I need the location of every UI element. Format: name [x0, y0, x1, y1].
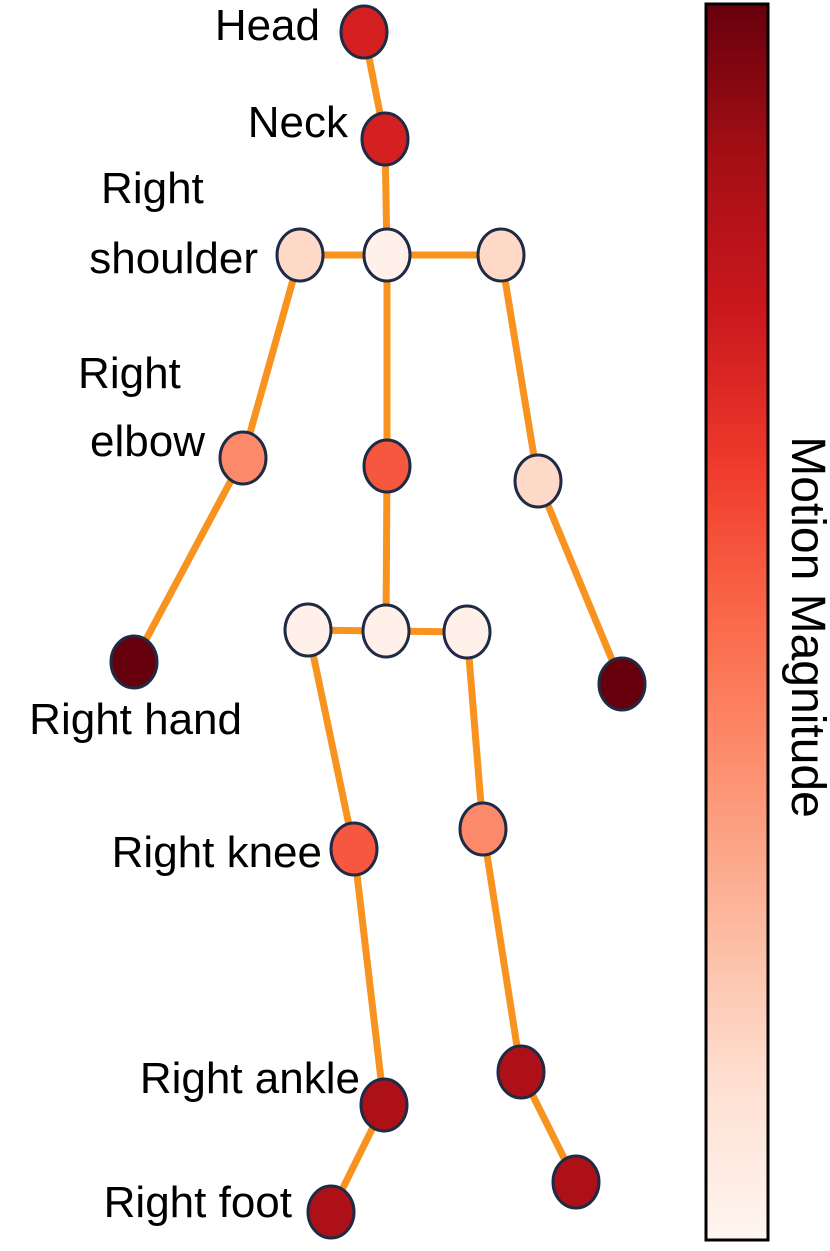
joint-left-hip — [442, 604, 492, 660]
joint-left-knee — [458, 801, 508, 857]
bone-right-elbow-to-right-hand — [130, 454, 247, 666]
joints-layer — [109, 4, 647, 1240]
joint-label-head: Head — [215, 1, 320, 50]
joint-right-foot — [306, 1184, 356, 1240]
bone-left-knee-to-left-ankle — [479, 825, 525, 1076]
joint-right-elbow — [218, 430, 268, 486]
joint-label-right-elbow-line2: elbow — [90, 417, 205, 466]
colorbar-gradient — [704, 2, 770, 1242]
bone-spine-mid-to-spine-base — [382, 462, 391, 635]
motion-colorbar: Motion Magnitude — [704, 2, 830, 1242]
bone-left-shoulder-to-left-elbow — [497, 251, 542, 485]
joint-label-right-elbow-line1: Right — [78, 349, 181, 398]
joint-label-neck: Neck — [248, 98, 349, 147]
bone-right-knee-to-right-ankle — [350, 845, 388, 1109]
joint-label-right-shoulder: Right shoulder — [89, 164, 258, 283]
joint-left-elbow — [513, 453, 563, 509]
joint-label-right-foot: Right foot — [104, 1178, 292, 1227]
joint-left-foot — [551, 1154, 601, 1210]
joint-neck — [360, 111, 410, 167]
bone-left-hip-to-left-knee — [463, 628, 487, 833]
bone-left-elbow-to-left-hand — [534, 477, 626, 688]
joint-spine-mid — [362, 438, 412, 494]
bone-right-hip-to-right-knee — [304, 626, 358, 853]
joint-labels-layer: Head Neck Right shoulder Right elbow Rig… — [29, 1, 360, 1227]
joint-left-hand — [597, 656, 647, 712]
bone-right-shoulder-to-right-elbow — [239, 251, 304, 462]
colorbar-label: Motion Magnitude — [781, 436, 830, 818]
joint-right-hand — [109, 634, 159, 690]
joint-spine-base — [361, 603, 411, 659]
joint-spine-shoulder — [362, 227, 412, 283]
joint-right-shoulder — [275, 227, 325, 283]
joint-label-right-ankle: Right ankle — [140, 1054, 360, 1103]
joint-label-right-knee: Right knee — [112, 828, 322, 877]
joint-label-right-shoulder-line2: shoulder — [89, 234, 258, 283]
joint-left-shoulder — [476, 227, 526, 283]
joint-left-ankle — [496, 1044, 546, 1100]
joint-right-ankle — [359, 1077, 409, 1133]
joint-label-right-elbow: Right elbow — [78, 349, 205, 466]
joint-right-hip — [283, 602, 333, 658]
joint-right-knee — [329, 821, 379, 877]
joint-head — [339, 4, 389, 60]
joint-label-right-shoulder-line1: Right — [101, 164, 204, 213]
joint-label-right-hand: Right hand — [29, 695, 242, 744]
